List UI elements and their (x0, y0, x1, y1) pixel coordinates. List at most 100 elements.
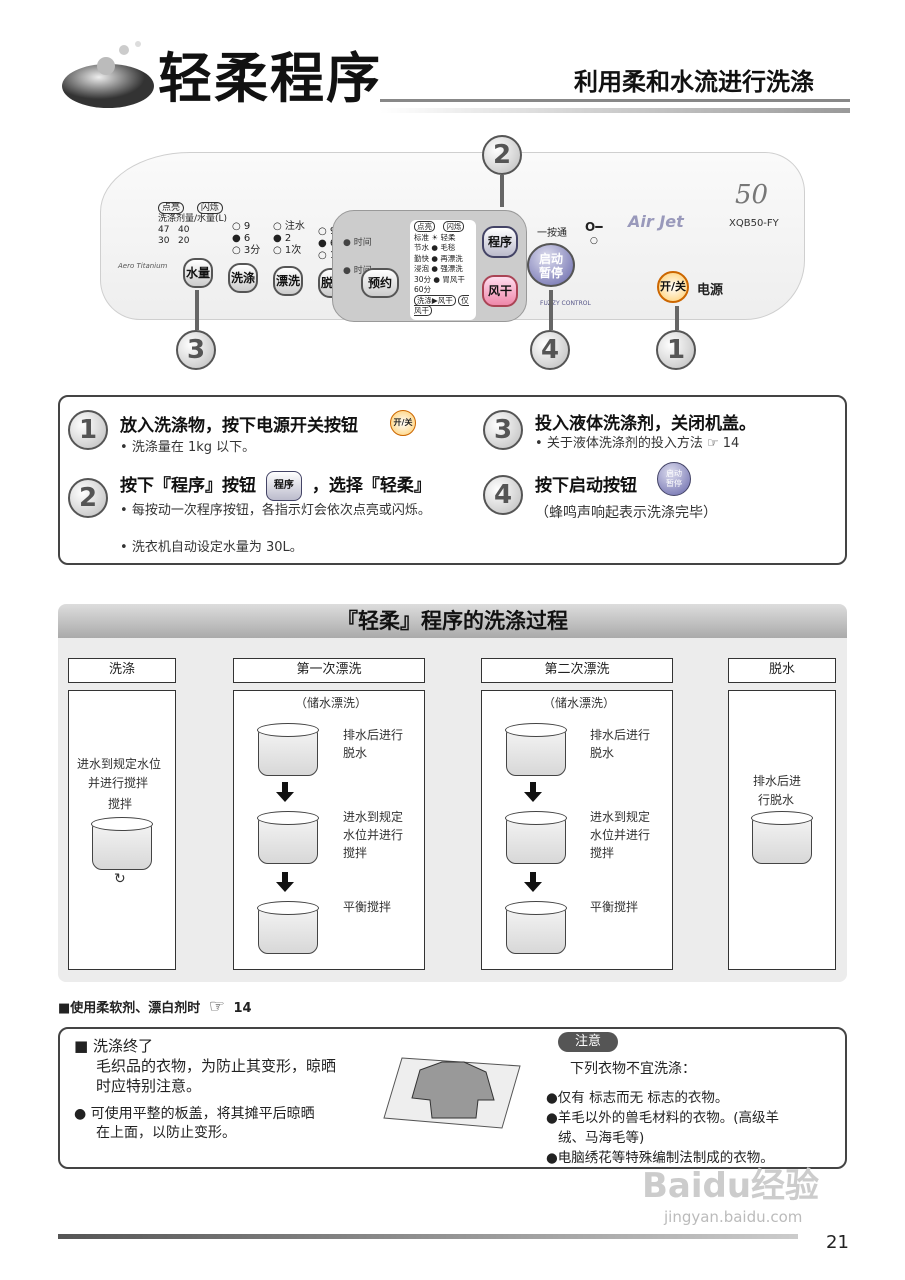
step-1-title: 放入洗涤物，按下电源开关按钮 (120, 416, 358, 436)
program-indicator-panel: 点亮 闪烁 标准 ☀ 轻柔 节水 ● 毛毯 勤快 ● 再漂洗 浸泡 ● 强漂洗 … (410, 220, 476, 320)
legend-amount: 洗涤剂量/水量(L) (158, 214, 228, 224)
reserve-button[interactable]: 预约 (361, 268, 399, 298)
rinse2-drum-2 (505, 811, 567, 864)
prog-soak: 浸泡 (414, 264, 429, 273)
col-rinse1-head: 第一次漂洗 (233, 658, 425, 683)
rinse2-drum-3 (505, 901, 567, 954)
rinse1-text-3: 进水到规定 (343, 810, 404, 824)
rinse-level-1: 1次 (284, 245, 302, 256)
start-button-icon: 启动暂停 (657, 462, 691, 496)
wash-drum-illustration (91, 817, 153, 870)
rinse-button[interactable]: 漂洗 (273, 266, 303, 296)
step-4-title: 按下启动按钮 (535, 476, 637, 496)
aero-titanium-logo: Aero Titanium (118, 262, 168, 270)
wash-amount-legend: 点亮 闪烁 洗涤剂量/水量(L) 47 40 30 20 (158, 202, 228, 247)
spin-text-2: 行脱水 (758, 793, 795, 807)
rinse1-drum-3 (257, 901, 319, 954)
caution-tag: 注意 (558, 1032, 618, 1052)
step-2-title-a: 按下『程序』按钮 (120, 476, 256, 496)
pause-icon-label: 暂停 (666, 479, 682, 488)
rinse1-arrow-1 (276, 792, 294, 802)
capacity-logo: 50 (735, 180, 769, 210)
callout-3: 3 (176, 330, 216, 370)
step-1-number: 1 (68, 410, 108, 450)
timer-label-2: 时间 (353, 266, 372, 276)
prog-strong-rinse: 强漂洗 (440, 264, 463, 273)
step-4-number: 4 (483, 475, 523, 515)
process-title: 『轻柔』程序的洗涤过程 (337, 609, 568, 633)
wash-text-3: 搅拌 (108, 797, 133, 811)
rinse1-text-2: 脱水 (343, 746, 368, 760)
rinse1-text-6: 平衡搅拌 (343, 900, 392, 914)
amount-20: 20 (178, 236, 190, 246)
rinse1-arrow-2-stem (282, 872, 288, 882)
lock-indicator-light: ○ (590, 236, 598, 246)
col-rinse2-head: 第二次漂洗 (481, 658, 673, 683)
page-number: 21 (826, 1232, 849, 1253)
title-divider (380, 99, 850, 102)
rinse2-text-6: 平衡搅拌 (590, 900, 639, 914)
rinse1-text-5: 搅拌 (343, 846, 368, 860)
legend-lit: 点亮 (158, 202, 185, 214)
amount-40: 40 (178, 225, 190, 235)
tag-wash-dry: 洗涤▶风干 (414, 294, 456, 306)
rinse1-arrow-2 (276, 882, 294, 892)
timer-labels: ● 时间● 时间 (343, 238, 372, 276)
rotate-icon: ↻ (114, 871, 126, 887)
softener-note: ■使用柔软剂、漂白剂时 ☞ 14 (58, 996, 252, 1017)
program-button-icon: 程序 (265, 471, 302, 501)
power-label: 电源 (697, 283, 724, 298)
prog-quick: 勤快 (414, 253, 429, 263)
caution-item-3: 绒、马海毛等) (558, 1130, 645, 1146)
process-area (58, 638, 847, 982)
watermark-logo: Baidu经验 (642, 1168, 819, 1204)
prog-blanket: 毛毯 (440, 243, 456, 252)
start-label: 启动 (538, 252, 563, 266)
finish-heading: ■ 洗涤终了 (74, 1037, 153, 1055)
rinse2-arrow-1-stem (530, 782, 536, 792)
rinse1-text-1: 排水后进行 (343, 728, 404, 742)
one-touch-label: 一按通 (537, 228, 567, 239)
start-pause-button[interactable]: 启动暂停 (527, 243, 575, 287)
callout-1-arrow (675, 306, 679, 330)
caution-item-4: ●电脑绣花等特殊编制法制成的衣物。 (546, 1150, 774, 1166)
finish-bullet-2: 在上面，以防止变形。 (96, 1125, 236, 1141)
spin-drum-illustration (751, 811, 813, 864)
prog-30min: 30分 (414, 274, 432, 284)
program-tag-lit: 点亮 (414, 221, 435, 232)
prog-rerinse: 再漂洗 (440, 253, 463, 263)
caution-intro: 下列衣物不宜洗涤： (570, 1061, 696, 1077)
wash-button[interactable]: 洗涤 (228, 263, 258, 293)
rinse1-arrow-1-stem (282, 782, 288, 792)
dry-button[interactable]: 风干 (482, 275, 518, 307)
wash-level-6: 6 (243, 233, 251, 244)
prog-gentle: 轻柔 (440, 232, 456, 242)
finish-line-1: 毛织品的衣物，为防止其变形，晾晒 (96, 1057, 337, 1075)
power-button[interactable]: 开/关 (657, 271, 689, 303)
start-icon-label: 启动 (666, 469, 682, 478)
spin-text-1: 排水后进 (753, 774, 802, 788)
title-divider-gradient (380, 108, 850, 113)
program-button[interactable]: 程序 (482, 226, 518, 258)
step-4-note: （蜂鸣声响起表示洗涤完毕） (535, 505, 717, 521)
rinse2-arrow-2 (524, 882, 542, 892)
step-3-number: 3 (483, 410, 523, 450)
wash-text-1: 进水到规定水位 (77, 757, 162, 771)
program-tag-blink: 闪烁 (443, 221, 465, 232)
rinse2-text-1: 排水后进行 (590, 728, 651, 742)
amount-47: 47 (158, 225, 170, 235)
water-button[interactable]: 水量 (183, 258, 213, 288)
callout-1: 1 (656, 330, 696, 370)
rinse1-drum-1 (257, 723, 319, 776)
step-3-title: 投入液体洗涤剂，关闭机盖。 (535, 414, 756, 434)
steps-box (58, 395, 847, 565)
callout-4-arrow (549, 290, 553, 330)
wash-level-3: 3分 (243, 245, 261, 256)
rinse-level-fill: 注水 (284, 221, 305, 232)
rinse2-sub: （储水漂洗） (543, 696, 616, 710)
step-2-note-1-text: 每按动一次程序按钮，各指示灯会依次点亮或闪烁。 (131, 503, 431, 518)
power-button-icon: 开/关 (390, 410, 416, 436)
step-1-note: • 洗涤量在 1kg 以下。 (120, 440, 256, 455)
step-3-note-text: 关于液体洗涤剂的投入方法 (546, 436, 703, 451)
col-wash-head: 洗涤 (68, 658, 176, 683)
